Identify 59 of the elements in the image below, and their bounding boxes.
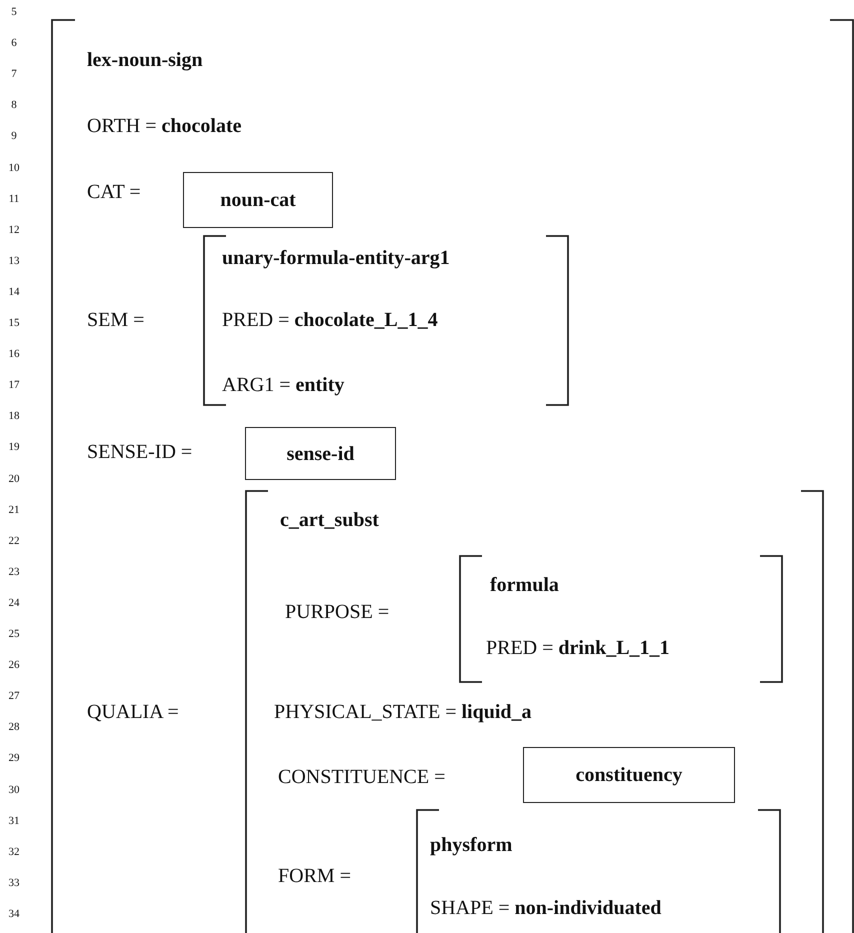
feature-label: PRED = chocolate_L_1_4 [222,308,438,332]
type-label: formula [490,573,559,597]
line-number: 20 [8,472,20,484]
line-number: 23 [8,566,20,578]
line-number: 15 [8,317,20,329]
feature-label: SEM = [87,308,144,332]
line-number: 33 [8,876,20,889]
line-number: 31 [8,814,20,827]
attribute-value-matrix [417,810,780,933]
line-number: 18 [8,410,20,422]
attribute-value-matrix [204,236,568,405]
line-number: 16 [8,348,20,360]
feature-label: FORM = [278,864,351,888]
feature-label: PHYSICAL_STATE = liquid_a [274,700,532,724]
value-box [523,747,735,803]
attribute-value-matrix [246,491,823,933]
line-number: 26 [8,659,20,672]
line-number: 27 [8,690,20,702]
feature-label: QUALIA = [87,700,179,724]
line-number: 19 [8,441,20,454]
value-label: constituency [576,763,682,787]
feature-label: ARG1 = entity [222,373,344,397]
line-number: 25 [8,628,20,640]
line-number: 22 [8,534,20,547]
type-label: c_art_subst [280,508,379,532]
feature-label: SENSE-ID = [87,440,192,464]
feature-label: CAT = [87,180,141,204]
line-number: 29 [8,752,20,764]
feature-label: ORTH = chocolate [87,114,242,138]
line-number: 8 [10,99,18,112]
line-number: 21 [8,504,20,516]
line-number: 7 [10,68,18,80]
line-number: 12 [8,224,20,236]
line-number: 6 [10,37,18,50]
value-box [183,172,333,228]
value-box [245,427,396,480]
type-label: physform [430,833,512,857]
feature-label: SHAPE = non-individuated [430,896,662,920]
type-label: lex-noun-sign [87,48,203,72]
feature-label: PRED = drink_L_1_1 [486,636,670,660]
line-number: 34 [8,908,20,920]
line-number: 32 [8,846,20,858]
line-number: 24 [8,596,20,609]
attribute-value-matrix [52,20,853,933]
line-number: 13 [8,254,20,267]
value-label: noun-cat [220,188,296,212]
feature-label: PURPOSE = [285,600,390,624]
line-number: 11 [8,192,20,205]
value-label: sense-id [286,442,354,466]
line-number: 14 [8,286,20,298]
line-number: 5 [10,6,18,18]
line-number: 28 [8,721,20,734]
line-number: 30 [8,784,20,796]
line-number: 9 [10,130,18,142]
line-number: 10 [8,162,20,174]
feature-label: CONSTITUENCE = [278,765,446,789]
type-label: unary-formula-entity-arg1 [222,246,450,270]
attribute-value-matrix [460,556,782,682]
line-number: 17 [8,379,20,392]
